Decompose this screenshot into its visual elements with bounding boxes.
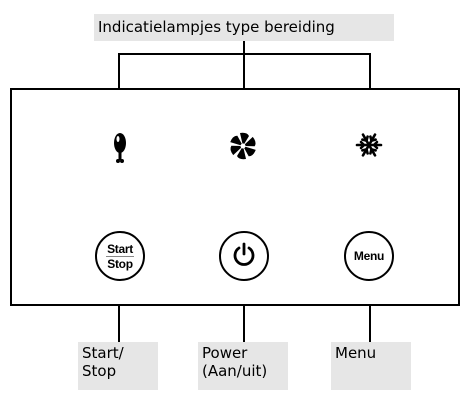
menu-callout-line1: Menu [335, 344, 377, 362]
bottom-leader-start-stop [118, 306, 120, 342]
menu-button[interactable]: Menu [344, 231, 394, 281]
start-stop-button-line1: Start [107, 241, 133, 256]
bottom-leader-menu [369, 306, 371, 342]
top-leader-3 [369, 53, 371, 89]
power-icon [231, 241, 257, 271]
power-callout-line1: Power [202, 344, 248, 362]
menu-callout: Menu [331, 342, 411, 390]
indicator-lights-label: Indicatielampjes type bereiding [98, 18, 335, 36]
snowflake-icon [355, 131, 383, 163]
indicator-lights-callout: Indicatielampjes type bereiding [94, 14, 394, 41]
power-callout-line2: (Aan/uit) [202, 362, 268, 380]
start-stop-callout-line1: Start/ [82, 344, 124, 362]
bottom-leader-power [243, 306, 245, 342]
power-callout: Power (Aan/uit) [198, 342, 288, 390]
control-panel: Start Stop Menu [10, 88, 460, 306]
start-stop-button[interactable]: Start Stop [95, 231, 145, 281]
chicken-leg-icon [112, 130, 128, 170]
top-leader-left [243, 41, 245, 54]
menu-button-label: Menu [353, 249, 385, 263]
start-stop-divider [106, 255, 134, 257]
top-leader-2 [243, 53, 245, 89]
fan-icon [228, 131, 258, 165]
power-button[interactable] [219, 231, 269, 281]
start-stop-callout: Start/ Stop [78, 342, 158, 390]
start-stop-button-line2: Stop [107, 256, 133, 271]
start-stop-callout-line2: Stop [82, 362, 117, 380]
top-leader-1 [118, 53, 120, 89]
